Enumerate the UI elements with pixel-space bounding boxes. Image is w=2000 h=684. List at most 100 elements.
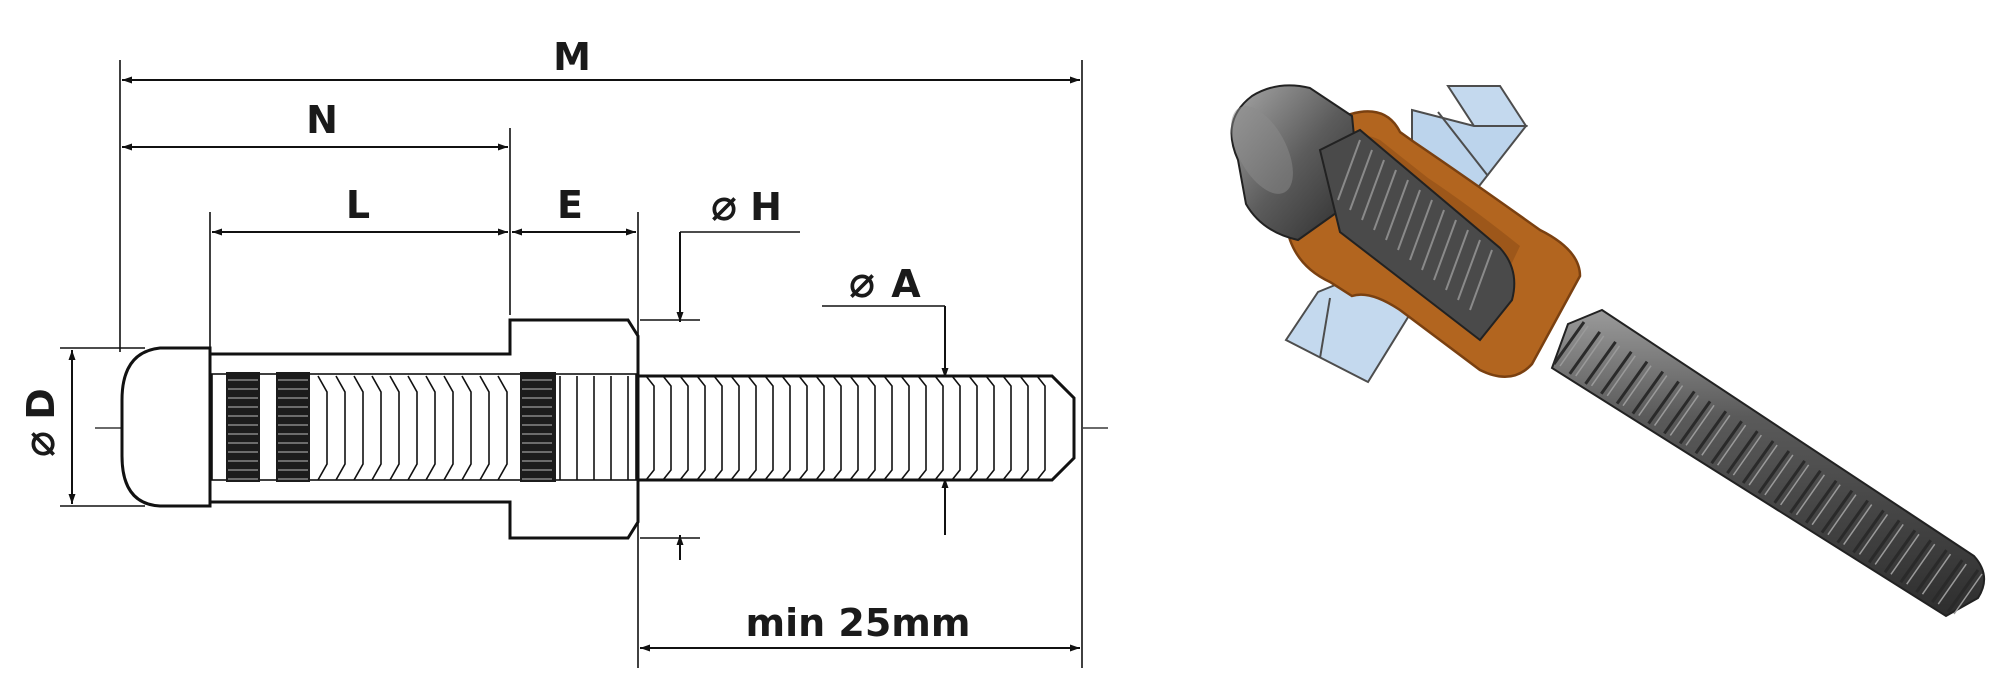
thread-ridge <box>1773 460 1806 504</box>
thread-ridge <box>1804 479 1838 524</box>
label-L: L <box>346 183 370 227</box>
label-min-length: min 25mm <box>746 601 971 645</box>
thread-ridge <box>1600 350 1633 395</box>
lock-groove-band-1 <box>226 372 260 482</box>
thread-highlight <box>1653 385 1684 426</box>
thread-ridge <box>1789 469 1822 514</box>
thread-highlight <box>1890 533 1920 575</box>
thread-highlight <box>1638 375 1668 417</box>
label-D-group: ⌀ D <box>14 388 65 457</box>
inner-threads <box>228 375 629 481</box>
thread-highlight <box>1575 335 1605 377</box>
label-M: M <box>553 35 591 79</box>
thread-highlight <box>1921 553 1952 595</box>
thread-crest <box>883 375 893 481</box>
thread-ridge <box>1710 420 1743 465</box>
thread-ridge <box>1867 519 1901 564</box>
thread-highlight <box>1764 454 1794 496</box>
lock-groove-band-3 <box>520 372 556 482</box>
thread-ridge <box>1836 499 1869 544</box>
thread-ridge <box>1631 370 1665 415</box>
thread-ridge <box>1647 380 1680 425</box>
inner-pin <box>211 372 637 482</box>
thread-highlight <box>1906 543 1936 585</box>
thread-crest <box>951 375 961 481</box>
thread-crest <box>317 375 328 481</box>
thread-highlight <box>1606 355 1636 397</box>
thread-ridge <box>1568 331 1601 375</box>
pin-head <box>120 346 212 508</box>
knurl-stripe <box>1469 249 1493 311</box>
pintail-3d <box>1550 308 1985 618</box>
diameter-symbol-H: ⌀ <box>711 180 738 231</box>
thread-crest <box>747 375 757 481</box>
thread-highlight <box>1701 414 1731 456</box>
lock-groove-band-2 <box>276 372 310 482</box>
knurl-stripe <box>1349 149 1373 211</box>
thread-highlight <box>1874 523 1904 565</box>
thread-crest <box>1002 375 1012 481</box>
thread-crest <box>815 375 825 481</box>
knurl-stripe <box>1457 239 1481 301</box>
thread-ridge <box>1883 529 1917 574</box>
thread-ridge <box>1694 410 1728 455</box>
render-3d <box>1230 84 1985 618</box>
thread-ridge <box>1820 489 1854 534</box>
thread-crest <box>425 375 436 481</box>
thread-highlight <box>1780 464 1810 506</box>
knurl-stripe <box>1409 199 1433 261</box>
thread-ridge <box>1852 509 1885 554</box>
thread-crest <box>645 375 655 481</box>
thread-ridge <box>1726 430 1759 474</box>
thread-ridge <box>1946 569 1980 613</box>
thread-crest <box>371 375 382 481</box>
thread-highlight <box>1843 504 1873 545</box>
thread-crest <box>968 375 978 481</box>
thread-crest <box>849 375 859 481</box>
thread-crest <box>497 375 508 481</box>
thread-crest <box>696 375 706 481</box>
thread-crest <box>866 375 876 481</box>
thread-ridge <box>1663 390 1696 435</box>
thread-crest <box>934 375 944 481</box>
thread-highlight <box>1827 494 1857 536</box>
thread-crest <box>1036 375 1046 481</box>
thread-ridge <box>1757 450 1791 494</box>
thread-crest <box>798 375 808 481</box>
thread-ridge <box>1915 549 1948 594</box>
thread-ridge <box>1741 440 1775 484</box>
thread-crest <box>985 375 995 481</box>
thread-highlight <box>1858 514 1889 555</box>
thread-highlight <box>1716 424 1747 466</box>
pin-tail <box>636 374 1076 482</box>
thread-highlight <box>1748 444 1778 486</box>
label-H: H <box>750 185 782 229</box>
thread-highlight <box>1953 573 1983 615</box>
thread-crest <box>679 375 689 481</box>
knurl-stripe <box>1373 169 1397 231</box>
thread-crest <box>713 375 723 481</box>
tail-threads <box>645 375 1046 481</box>
thread-crest <box>335 375 346 481</box>
thread-ridge <box>1899 539 1932 584</box>
thread-crest <box>781 375 791 481</box>
thread-highlight <box>1622 365 1652 407</box>
thread-crest <box>443 375 454 481</box>
thread-crest <box>461 375 472 481</box>
thread-crest <box>900 375 910 481</box>
knurl-stripe <box>1385 179 1409 241</box>
knurl-stripe <box>1337 139 1361 201</box>
thread-highlight <box>1732 434 1762 476</box>
thread-crest <box>730 375 740 481</box>
diameter-symbol-A: ⌀ <box>849 257 876 308</box>
label-A: A <box>891 262 921 306</box>
thread-highlight <box>1669 395 1699 436</box>
technical-drawing: M N L E ⌀ H ⌀ A ⌀ D min 25mm <box>14 35 1108 668</box>
thread-ridge <box>1615 360 1649 405</box>
thread-crest <box>407 375 418 481</box>
pin-shank-3d <box>1318 128 1516 342</box>
diameter-symbol-D: ⌀ <box>14 431 65 458</box>
thread-crest <box>662 375 672 481</box>
thread-highlight <box>1811 484 1841 526</box>
